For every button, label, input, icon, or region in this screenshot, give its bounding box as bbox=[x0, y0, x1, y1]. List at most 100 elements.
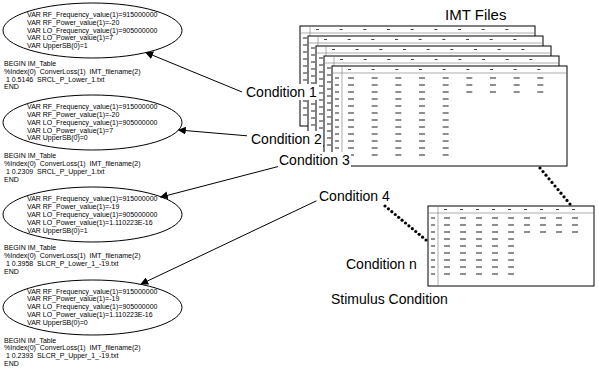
cell-mark bbox=[311, 124, 315, 125]
cell-mark bbox=[319, 64, 323, 65]
cell-mark bbox=[335, 140, 339, 141]
continuation-dot bbox=[421, 236, 424, 239]
cell-mark bbox=[540, 231, 546, 232]
cell-mark bbox=[303, 44, 307, 45]
cell-mark bbox=[427, 49, 430, 50]
var-lines: VAR RF_Frequency_value(1)=915000000VAR R… bbox=[27, 288, 157, 327]
cell-mark bbox=[319, 57, 323, 58]
continuation-dot bbox=[411, 227, 414, 230]
cell-mark bbox=[476, 266, 482, 267]
var-line: VAR LO_Power_value(1)=1.110223E-16 bbox=[27, 219, 157, 227]
cell-mark bbox=[319, 127, 323, 128]
cell-mark bbox=[443, 133, 449, 134]
cell-mark bbox=[303, 51, 307, 52]
cell-mark bbox=[466, 91, 472, 92]
cell-mark bbox=[540, 209, 543, 210]
cell-mark bbox=[444, 224, 450, 225]
cell-mark bbox=[492, 273, 498, 274]
cell-mark bbox=[372, 147, 378, 148]
cell-mark bbox=[537, 69, 540, 70]
continuation-dot bbox=[407, 224, 410, 227]
continuation-dot bbox=[424, 238, 427, 241]
var-line: VAR RF_Frequency_value(1)=915000000 bbox=[27, 195, 157, 203]
cell-mark bbox=[431, 245, 435, 246]
continuation-dot bbox=[559, 192, 562, 195]
cell-mark bbox=[348, 119, 354, 120]
cell-mark bbox=[514, 84, 520, 85]
cell-mark bbox=[335, 119, 339, 120]
cell-mark bbox=[372, 126, 378, 127]
cell-mark bbox=[319, 106, 323, 107]
cell-mark bbox=[444, 273, 450, 274]
cell-mark bbox=[444, 266, 450, 267]
cell-mark bbox=[419, 147, 425, 148]
cell-mark bbox=[508, 224, 514, 225]
cell-mark bbox=[419, 39, 422, 40]
cell-mark bbox=[303, 58, 307, 59]
cell-mark bbox=[303, 107, 307, 108]
var-line: VAR RF_Frequency_value(1)=915000000 bbox=[27, 288, 157, 296]
cell-mark bbox=[327, 67, 331, 68]
var-line: VAR LO_Frequency_value(1)=905000000 bbox=[27, 27, 157, 35]
cell-mark bbox=[395, 77, 401, 78]
cell-mark bbox=[372, 154, 378, 155]
cell-mark bbox=[556, 231, 562, 232]
cell-mark bbox=[303, 37, 307, 38]
cell-mark bbox=[492, 259, 498, 260]
cell-mark bbox=[348, 98, 354, 99]
cell-mark bbox=[466, 84, 472, 85]
cell-mark bbox=[537, 84, 543, 85]
cell-mark bbox=[372, 133, 378, 134]
cell-mark bbox=[443, 126, 449, 127]
cell-mark bbox=[395, 91, 401, 92]
cell-mark bbox=[335, 98, 339, 99]
cell-mark bbox=[340, 59, 343, 60]
cell-mark bbox=[431, 224, 435, 225]
cell-mark bbox=[387, 29, 390, 30]
cell-mark bbox=[466, 39, 469, 40]
continuation-dot bbox=[400, 219, 403, 222]
table-line: 1 0.5146 SRCL_P_Lower_1.txt bbox=[4, 76, 104, 84]
cell-mark bbox=[419, 140, 425, 141]
cell-mark bbox=[572, 209, 575, 210]
cell-mark bbox=[348, 91, 354, 92]
cell-mark bbox=[572, 217, 578, 218]
cell-mark bbox=[431, 266, 435, 267]
condition-label: Stimulus Condition bbox=[330, 291, 449, 307]
continuation-dot bbox=[568, 202, 571, 205]
cell-mark bbox=[327, 109, 331, 110]
cell-mark bbox=[508, 217, 514, 218]
ellipse-shape bbox=[3, 280, 182, 335]
cell-mark bbox=[435, 59, 438, 60]
cell-mark bbox=[492, 238, 498, 239]
cell-mark bbox=[460, 231, 466, 232]
cell-mark bbox=[514, 77, 520, 78]
leader-arrow bbox=[179, 130, 247, 136]
cell-mark bbox=[431, 217, 435, 218]
cell-mark bbox=[335, 147, 339, 148]
cell-mark bbox=[311, 68, 315, 69]
table-line: %Index(0) ConverLoss(1) IMT_filename(2) bbox=[4, 252, 141, 260]
cell-mark bbox=[492, 209, 495, 210]
continuation-dot bbox=[541, 170, 544, 173]
page-rule bbox=[428, 213, 594, 214]
cell-mark bbox=[372, 105, 378, 106]
cell-mark bbox=[335, 112, 339, 113]
cell-mark bbox=[556, 217, 562, 218]
cell-mark bbox=[524, 209, 527, 210]
cell-mark bbox=[524, 231, 530, 232]
ellipse-shape bbox=[3, 187, 182, 242]
cell-mark bbox=[431, 238, 435, 239]
continuation-dot bbox=[394, 213, 397, 216]
cell-mark bbox=[460, 259, 466, 260]
cell-mark bbox=[444, 252, 450, 253]
cell-mark bbox=[348, 39, 351, 40]
cell-mark bbox=[444, 245, 450, 246]
cell-mark bbox=[556, 224, 562, 225]
cell-mark bbox=[506, 59, 509, 60]
cell-mark bbox=[348, 112, 354, 113]
cell-mark bbox=[431, 231, 435, 232]
cell-mark bbox=[340, 29, 343, 30]
continuation-dot bbox=[544, 174, 547, 177]
cell-mark bbox=[303, 79, 307, 80]
